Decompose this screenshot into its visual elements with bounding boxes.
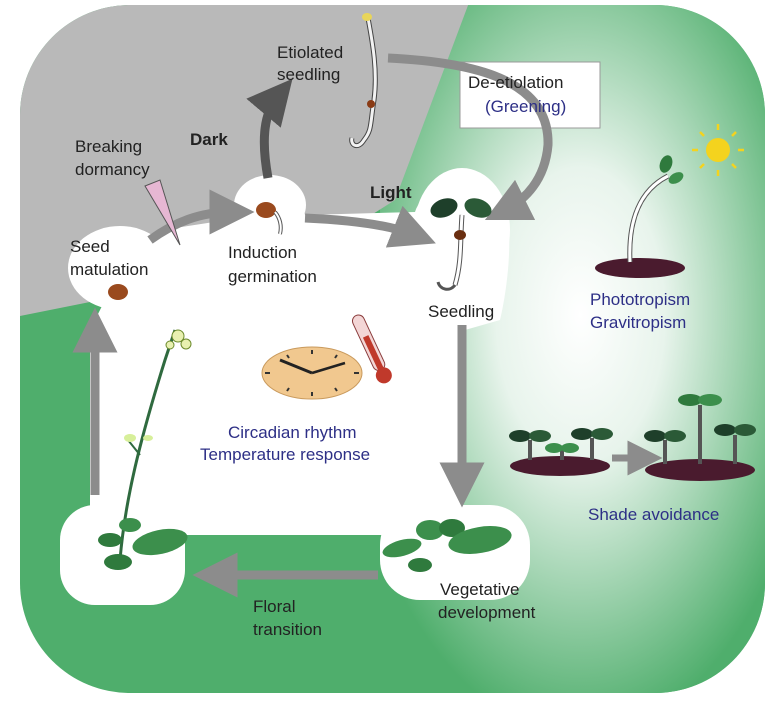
vegetative-plant-icon: [382, 519, 512, 572]
greening-label: (Greening): [485, 97, 566, 116]
etiolated-label-line2: seedling: [277, 65, 340, 84]
phototropism-label: Phototropism: [590, 290, 690, 309]
seedling-icon: [430, 198, 492, 291]
shade-avoidance-label: Shade avoidance: [588, 505, 719, 524]
thermometer-icon: [351, 314, 392, 384]
seed-icon: [108, 284, 128, 300]
arrow-germination-to-seedling: [304, 205, 436, 248]
shade-avoidance-after-icon: [644, 394, 756, 481]
floral-label-line2: transition: [253, 620, 322, 639]
vegetative-label-line1: Vegetative: [440, 580, 519, 599]
dormancy-wedge-icon: [144, 179, 181, 246]
breaking-label-line2: dormancy: [75, 160, 150, 179]
deetiolation-label: De-etiolation: [468, 73, 563, 92]
vegetative-label-line2: development: [438, 603, 536, 622]
phototropism-plant-icon: [595, 155, 685, 278]
arrow-etiolated-to-seedling: [387, 53, 553, 221]
seedling-label: Seedling: [428, 302, 494, 321]
floral-label-line1: Floral: [253, 597, 296, 616]
shade-avoidance-before-icon: [509, 428, 613, 476]
induction-label-line2: germination: [228, 267, 317, 286]
flowering-plant-icon: [98, 329, 192, 570]
breaking-label-line1: Breaking: [75, 137, 142, 156]
etiolated-seedling-icon: [349, 13, 378, 149]
circadian-label: Circadian rhythm: [228, 423, 357, 442]
arrow-dark-to-etiolated: [246, 78, 293, 179]
clock-icon: [261, 346, 363, 400]
light-label: Light: [370, 183, 412, 202]
gravitropism-label: Gravitropism: [590, 313, 686, 332]
germinating-seed-icon: [256, 202, 283, 235]
sun-icon: [692, 124, 744, 176]
temperature-label: Temperature response: [200, 445, 370, 464]
induction-label-line1: Induction: [228, 243, 297, 262]
seed-label-line1: Seed: [70, 237, 110, 256]
etiolated-label-line1: Etiolated: [277, 43, 343, 62]
arrow-seed-to-germination: [147, 189, 255, 244]
dark-label: Dark: [190, 130, 228, 149]
seed-label-line2: matulation: [70, 260, 148, 279]
seed-node-bg: [68, 226, 172, 310]
